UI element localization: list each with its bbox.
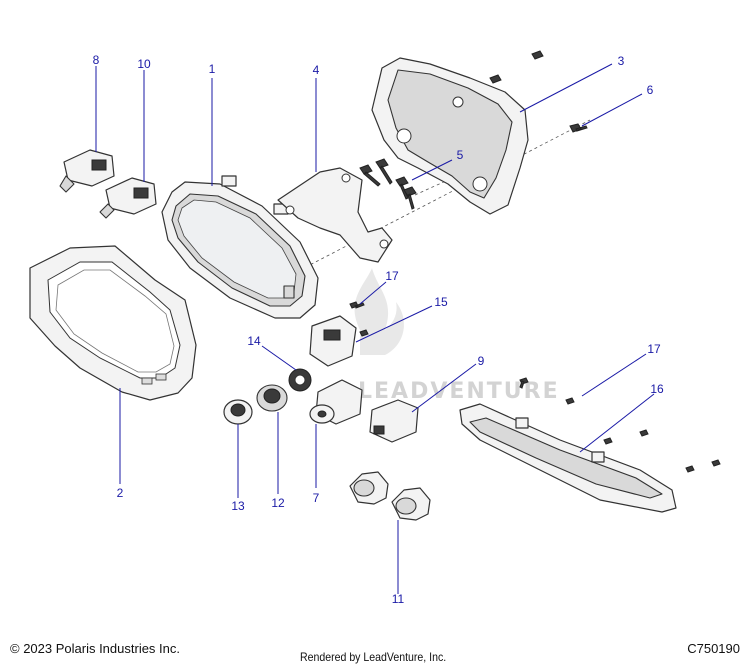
copyright-text: © 2023 Polaris Industries Inc. — [10, 641, 180, 656]
part-socket-11a — [349, 471, 389, 505]
callout-number: 11 — [391, 592, 405, 606]
callout-number: 8 — [92, 53, 100, 67]
leader-line-5 — [411, 159, 453, 181]
callout-number: 13 — [231, 499, 245, 513]
callout-number: 12 — [271, 496, 285, 510]
callout-number: 2 — [116, 486, 124, 500]
diagram-code: C750190 — [687, 641, 740, 656]
part-screws — [359, 158, 417, 210]
part-mounting-bracket — [277, 167, 393, 263]
part-socket-11b — [391, 487, 431, 521]
part-connector-15 — [309, 315, 357, 367]
part-socket-12 — [256, 384, 288, 412]
part-switch-9 — [369, 399, 419, 443]
callout-number: 15 — [434, 295, 448, 309]
leader-line-14 — [261, 345, 297, 371]
part-screws-16 — [519, 377, 721, 473]
part-nut-14 — [288, 368, 312, 392]
callout-number: 4 — [312, 63, 320, 77]
leader-line-17a — [359, 281, 387, 305]
part-ignition-7 — [309, 379, 363, 425]
callout-number: 17 — [647, 342, 661, 356]
part-bezel — [29, 245, 197, 401]
leader-line-3 — [519, 63, 613, 113]
part-switch-8 — [59, 149, 115, 193]
callout-number: 9 — [477, 354, 485, 368]
part-screw-6 — [569, 123, 588, 133]
part-socket-13 — [223, 399, 253, 425]
leader-line-16 — [579, 393, 655, 453]
part-screw-top — [489, 50, 544, 84]
callout-number: 16 — [650, 382, 664, 396]
callout-number: 7 — [312, 491, 320, 505]
callout-number: 10 — [137, 57, 151, 71]
part-switch-10 — [99, 177, 157, 219]
callout-number: 5 — [456, 148, 464, 162]
callout-number: 6 — [646, 83, 654, 97]
part-lower-panel — [459, 403, 677, 513]
leader-line-17b — [581, 353, 647, 397]
callout-number: 1 — [208, 62, 216, 76]
leader-line-15 — [355, 305, 433, 343]
part-instrument-cluster — [161, 175, 319, 319]
rendered-by-text: Rendered by LeadVenture, Inc. — [300, 650, 447, 664]
part-rear-housing — [371, 57, 529, 215]
callout-number: 17 — [385, 269, 399, 283]
callout-number: 3 — [617, 54, 625, 68]
callout-number: 14 — [247, 334, 261, 348]
leader-line-9 — [411, 363, 477, 413]
leader-line-6 — [581, 93, 643, 127]
watermark-text: LEADVENTURE — [358, 379, 560, 404]
